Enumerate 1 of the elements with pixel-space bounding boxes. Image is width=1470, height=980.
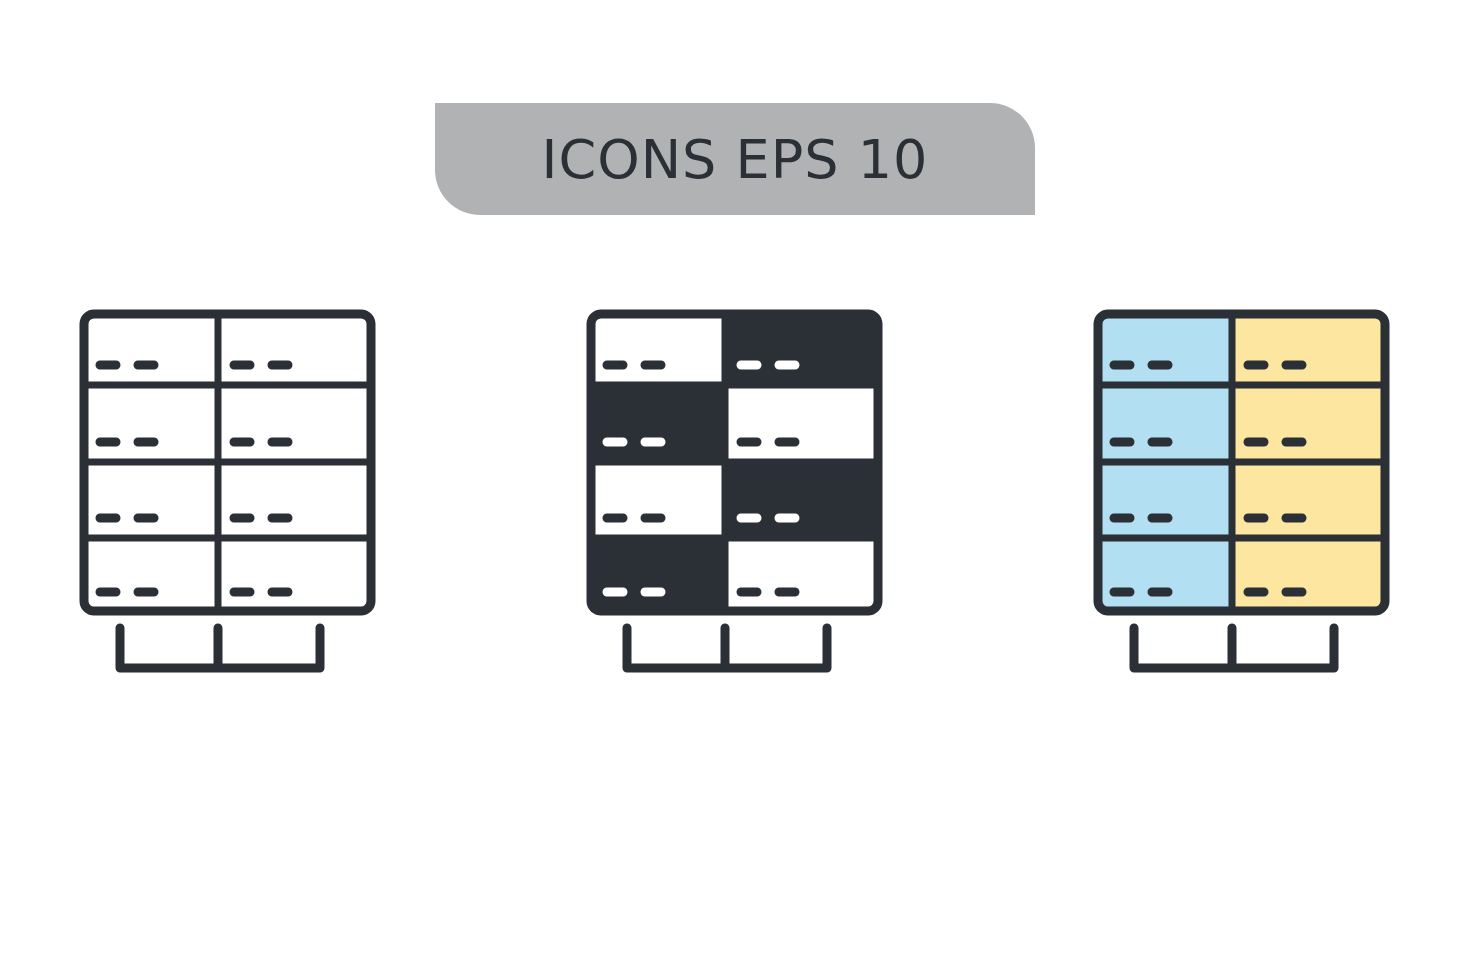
title: ICONS EPS 10 (541, 127, 929, 191)
